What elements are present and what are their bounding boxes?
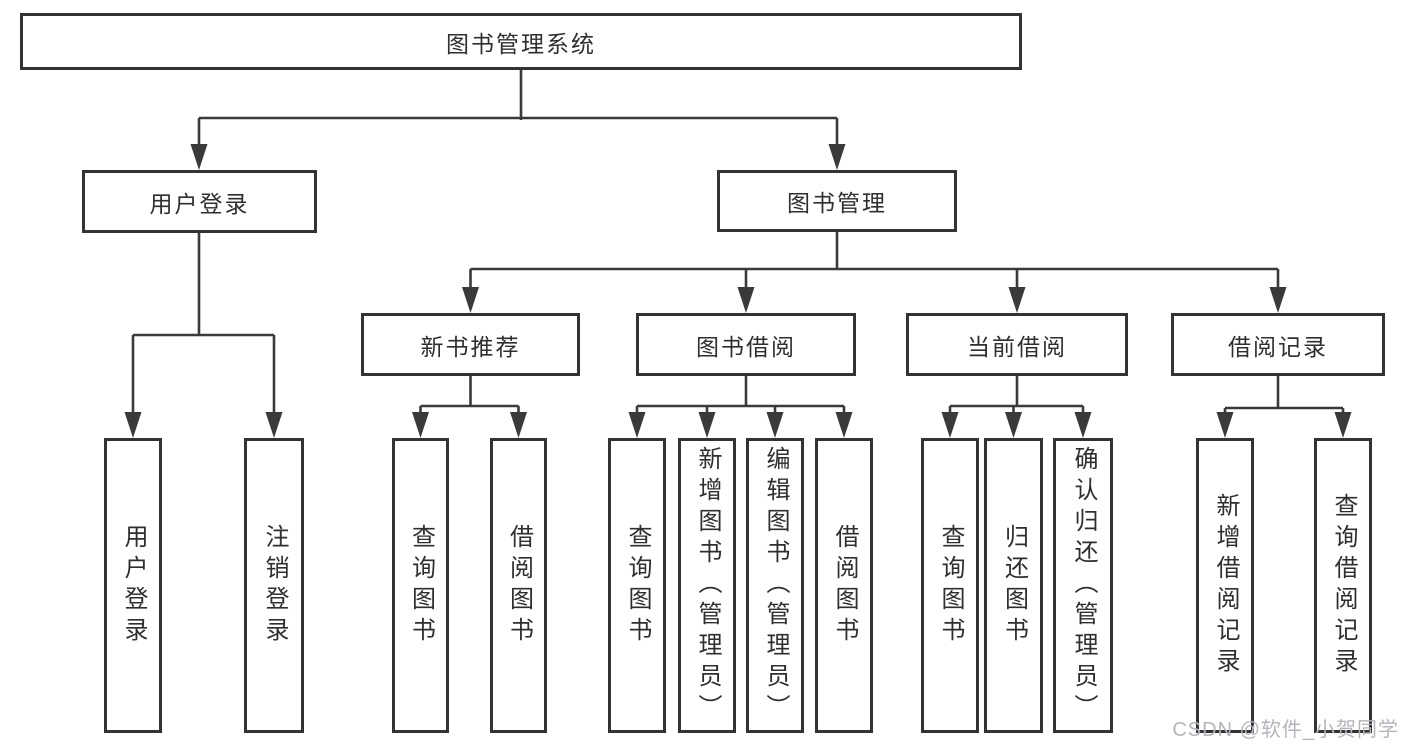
leaf-user-login: 用户登录 — [104, 438, 162, 733]
leaf-borrow-books-borrowing: 借阅图书 — [815, 438, 873, 733]
node-label: 借阅图书 — [831, 523, 858, 648]
leaf-borrow-books-newbook: 借阅图书 — [490, 438, 547, 733]
node-label: 编辑图书（管理员） — [762, 446, 789, 725]
node-label: 图书管理系统 — [446, 30, 596, 57]
leaf-query-books-borrowing: 查询图书 — [608, 438, 666, 733]
node-label: 图书管理 — [787, 190, 887, 216]
node-label: 注销登录 — [261, 523, 288, 648]
leaf-query-borrow-record: 查询借阅记录 — [1314, 438, 1372, 733]
node-book-borrowing: 图书借阅 — [636, 313, 856, 376]
node-label: 新书推荐 — [420, 333, 521, 360]
node-label: 借阅记录 — [1228, 333, 1328, 360]
leaf-logout: 注销登录 — [244, 438, 304, 733]
watermark: CSDN @软件_小贺同学 — [1172, 719, 1399, 741]
node-book-management: 图书管理 — [717, 170, 957, 232]
leaf-confirm-return-admin: 确认归还（管理员） — [1053, 438, 1113, 733]
node-label: 新增借阅记录 — [1212, 492, 1239, 679]
node-library-management-system: 图书管理系统 — [20, 13, 1022, 70]
node-label: 当前借阅 — [967, 333, 1067, 360]
node-label: 用户登录 — [149, 190, 250, 217]
node-new-book-recommendation: 新书推荐 — [361, 313, 580, 376]
node-label: 图书借阅 — [696, 333, 796, 360]
leaf-edit-books-admin: 编辑图书（管理员） — [746, 438, 804, 733]
node-label: 归还图书 — [1000, 523, 1028, 648]
connector-lines — [131, 70, 1345, 416]
node-current-borrowing: 当前借阅 — [906, 313, 1128, 376]
node-label: 新增图书（管理员） — [694, 446, 721, 725]
leaf-add-books-admin: 新增图书（管理员） — [678, 438, 736, 733]
leaf-add-borrow-record: 新增借阅记录 — [1196, 438, 1254, 733]
leaf-query-books-newbook: 查询图书 — [392, 438, 449, 733]
node-label: 查询图书 — [407, 523, 435, 648]
node-label: 查询借阅记录 — [1330, 492, 1357, 679]
node-label: 借阅图书 — [505, 523, 533, 648]
leaf-return-books: 归还图书 — [984, 438, 1043, 733]
node-borrowing-records: 借阅记录 — [1171, 313, 1385, 376]
node-label: 用户登录 — [120, 523, 147, 648]
node-label: 查询图书 — [624, 523, 651, 648]
node-label: 查询图书 — [937, 523, 964, 648]
node-label: 确认归还（管理员） — [1070, 446, 1097, 725]
node-user-login: 用户登录 — [82, 170, 317, 233]
leaf-query-books-current: 查询图书 — [921, 438, 979, 733]
